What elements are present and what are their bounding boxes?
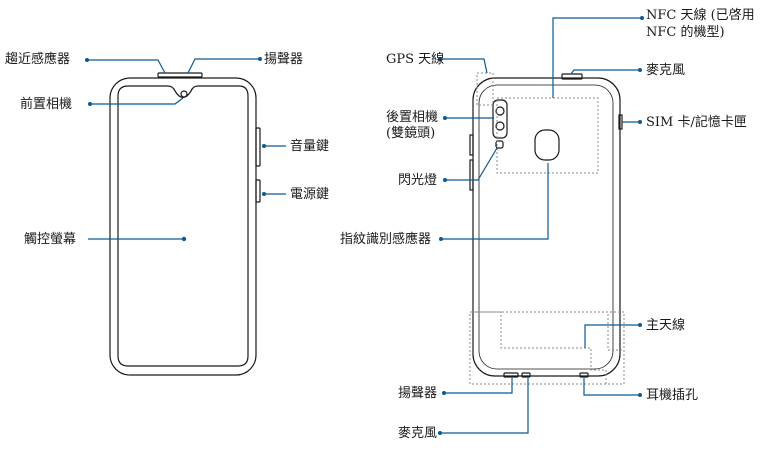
back-callout-dots [438, 16, 644, 435]
back-body-inner-outline [478, 84, 614, 370]
front-camera-lens [180, 90, 188, 98]
fingerprint-sensor-shape [534, 129, 560, 161]
front-speaker-label: 揚聲器 [264, 52, 304, 67]
bottom-speaker-port [503, 372, 519, 378]
power-key-shape [255, 179, 261, 203]
back-dashed-regions [469, 72, 625, 385]
gps-antenna-label: GPS 天線 [386, 52, 445, 67]
front-speaker-grille [157, 72, 203, 78]
back-body-outline [472, 77, 621, 377]
gps-antenna-region [476, 72, 494, 106]
earphone-jack-label: 耳機插孔 [646, 388, 699, 403]
volume-key-shape [255, 127, 261, 167]
volume-key-label: 音量鍵 [290, 139, 330, 154]
touchscreen-label: 觸控螢幕 [24, 232, 77, 247]
rear-camera-lens-1 [495, 106, 505, 116]
nfc-antenna-label-line1: NFC 天線 (已啓用 [646, 8, 755, 23]
back-phone [469, 73, 623, 378]
power-key-label: 電源鍵 [290, 187, 330, 202]
top-microphone-label: 麥克風 [646, 63, 686, 78]
back-callouts [440, 17, 642, 434]
flash-shape [495, 140, 504, 149]
front-phone [109, 72, 261, 376]
nfc-antenna-region [496, 97, 599, 174]
flash-label: 閃光燈 [398, 173, 438, 188]
rear-camera-module [492, 99, 508, 139]
proximity-sensor-label: 趨近感應器 [5, 52, 71, 67]
rear-camera-label-line1: 後置相機 [386, 110, 439, 125]
bottom-speaker-label: 揚聲器 [398, 386, 438, 401]
front-body-outline [109, 77, 257, 376]
side-button-2 [469, 159, 474, 191]
main-antenna-outer [469, 311, 625, 385]
fingerprint-sensor-label: 指紋識別感應器 [340, 232, 432, 247]
side-button-1 [469, 134, 474, 156]
rear-camera-lens-2 [495, 121, 505, 131]
front-callout-dots [85, 57, 266, 242]
bottom-mic-port [521, 372, 531, 378]
front-screen-outline [117, 85, 249, 367]
front-camera-label: 前置相機 [20, 97, 73, 112]
main-antenna-label: 主天線 [646, 318, 686, 333]
top-mic-port [561, 73, 583, 80]
main-antenna-region [472, 311, 625, 385]
bottom-microphone-label: 麥克風 [398, 426, 438, 441]
sim-tray-label: SIM 卡/記憶卡匣 [646, 115, 747, 130]
front-callouts [87, 58, 286, 240]
nfc-antenna-label-line2: NFC 的機型) [646, 25, 725, 40]
earphone-jack-port [579, 372, 589, 378]
rear-camera-label-line2: (雙鏡頭) [386, 126, 436, 141]
